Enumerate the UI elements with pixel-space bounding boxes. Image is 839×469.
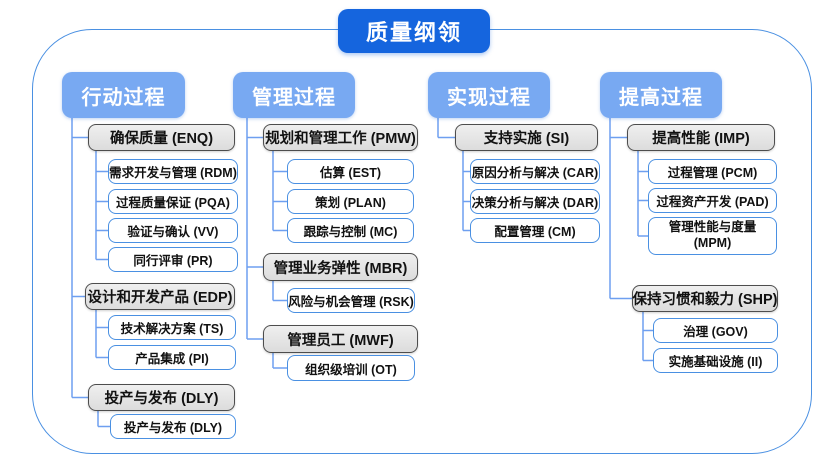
node-ot[interactable]: 组织级培训 (OT) [287,355,415,381]
node-ii[interactable]: 实施基础设施 (II) [653,348,778,373]
group-mwf[interactable]: 管理员工 (MWF) [263,325,418,353]
node-dly[interactable]: 投产与发布 (DLY) [110,414,236,439]
node-plan[interactable]: 策划 (PLAN) [287,189,414,214]
root-topic[interactable]: 质量纲领 [338,9,490,53]
group-shp[interactable]: 保持习惯和毅力 (SHP) [632,285,778,312]
node-pr[interactable]: 同行评审 (PR) [108,247,238,272]
group-imp[interactable]: 提高性能 (IMP) [627,124,775,151]
group-mbr[interactable]: 管理业务弹性 (MBR) [263,253,418,281]
column-header-improvement-process[interactable]: 提高过程 [600,72,722,118]
node-pi[interactable]: 产品集成 (PI) [108,345,236,370]
node-rdm[interactable]: 需求开发与管理 (RDM) [108,159,238,184]
group-dly[interactable]: 投产与发布 (DLY) [88,384,235,411]
node-ts[interactable]: 技术解决方案 (TS) [108,315,236,340]
group-enq[interactable]: 确保质量 (ENQ) [88,124,235,151]
column-header-management-process[interactable]: 管理过程 [233,72,355,118]
node-car[interactable]: 原因分析与解决 (CAR) [470,159,600,184]
node-mpm[interactable]: 管理性能与度量 (MPM) [648,217,777,255]
node-pad[interactable]: 过程资产开发 (PAD) [648,188,777,213]
node-pqa[interactable]: 过程质量保证 (PQA) [108,189,238,214]
group-pmw[interactable]: 规划和管理工作 (PMW) [263,124,418,151]
node-mc[interactable]: 跟踪与控制 (MC) [287,218,414,243]
node-pcm[interactable]: 过程管理 (PCM) [648,159,777,184]
group-si[interactable]: 支持实施 (SI) [455,124,598,151]
node-vv[interactable]: 验证与确认 (VV) [108,218,238,243]
node-est[interactable]: 估算 (EST) [287,159,414,184]
node-cm[interactable]: 配置管理 (CM) [470,218,600,243]
column-header-action-process[interactable]: 行动过程 [62,72,185,118]
node-gov[interactable]: 治理 (GOV) [653,318,778,343]
node-rsk[interactable]: 风险与机会管理 (RSK) [287,288,415,313]
node-dar[interactable]: 决策分析与解决 (DAR) [470,189,600,214]
column-header-implementation-process[interactable]: 实现过程 [428,72,550,118]
group-edp[interactable]: 设计和开发产品 (EDP) [85,283,235,310]
